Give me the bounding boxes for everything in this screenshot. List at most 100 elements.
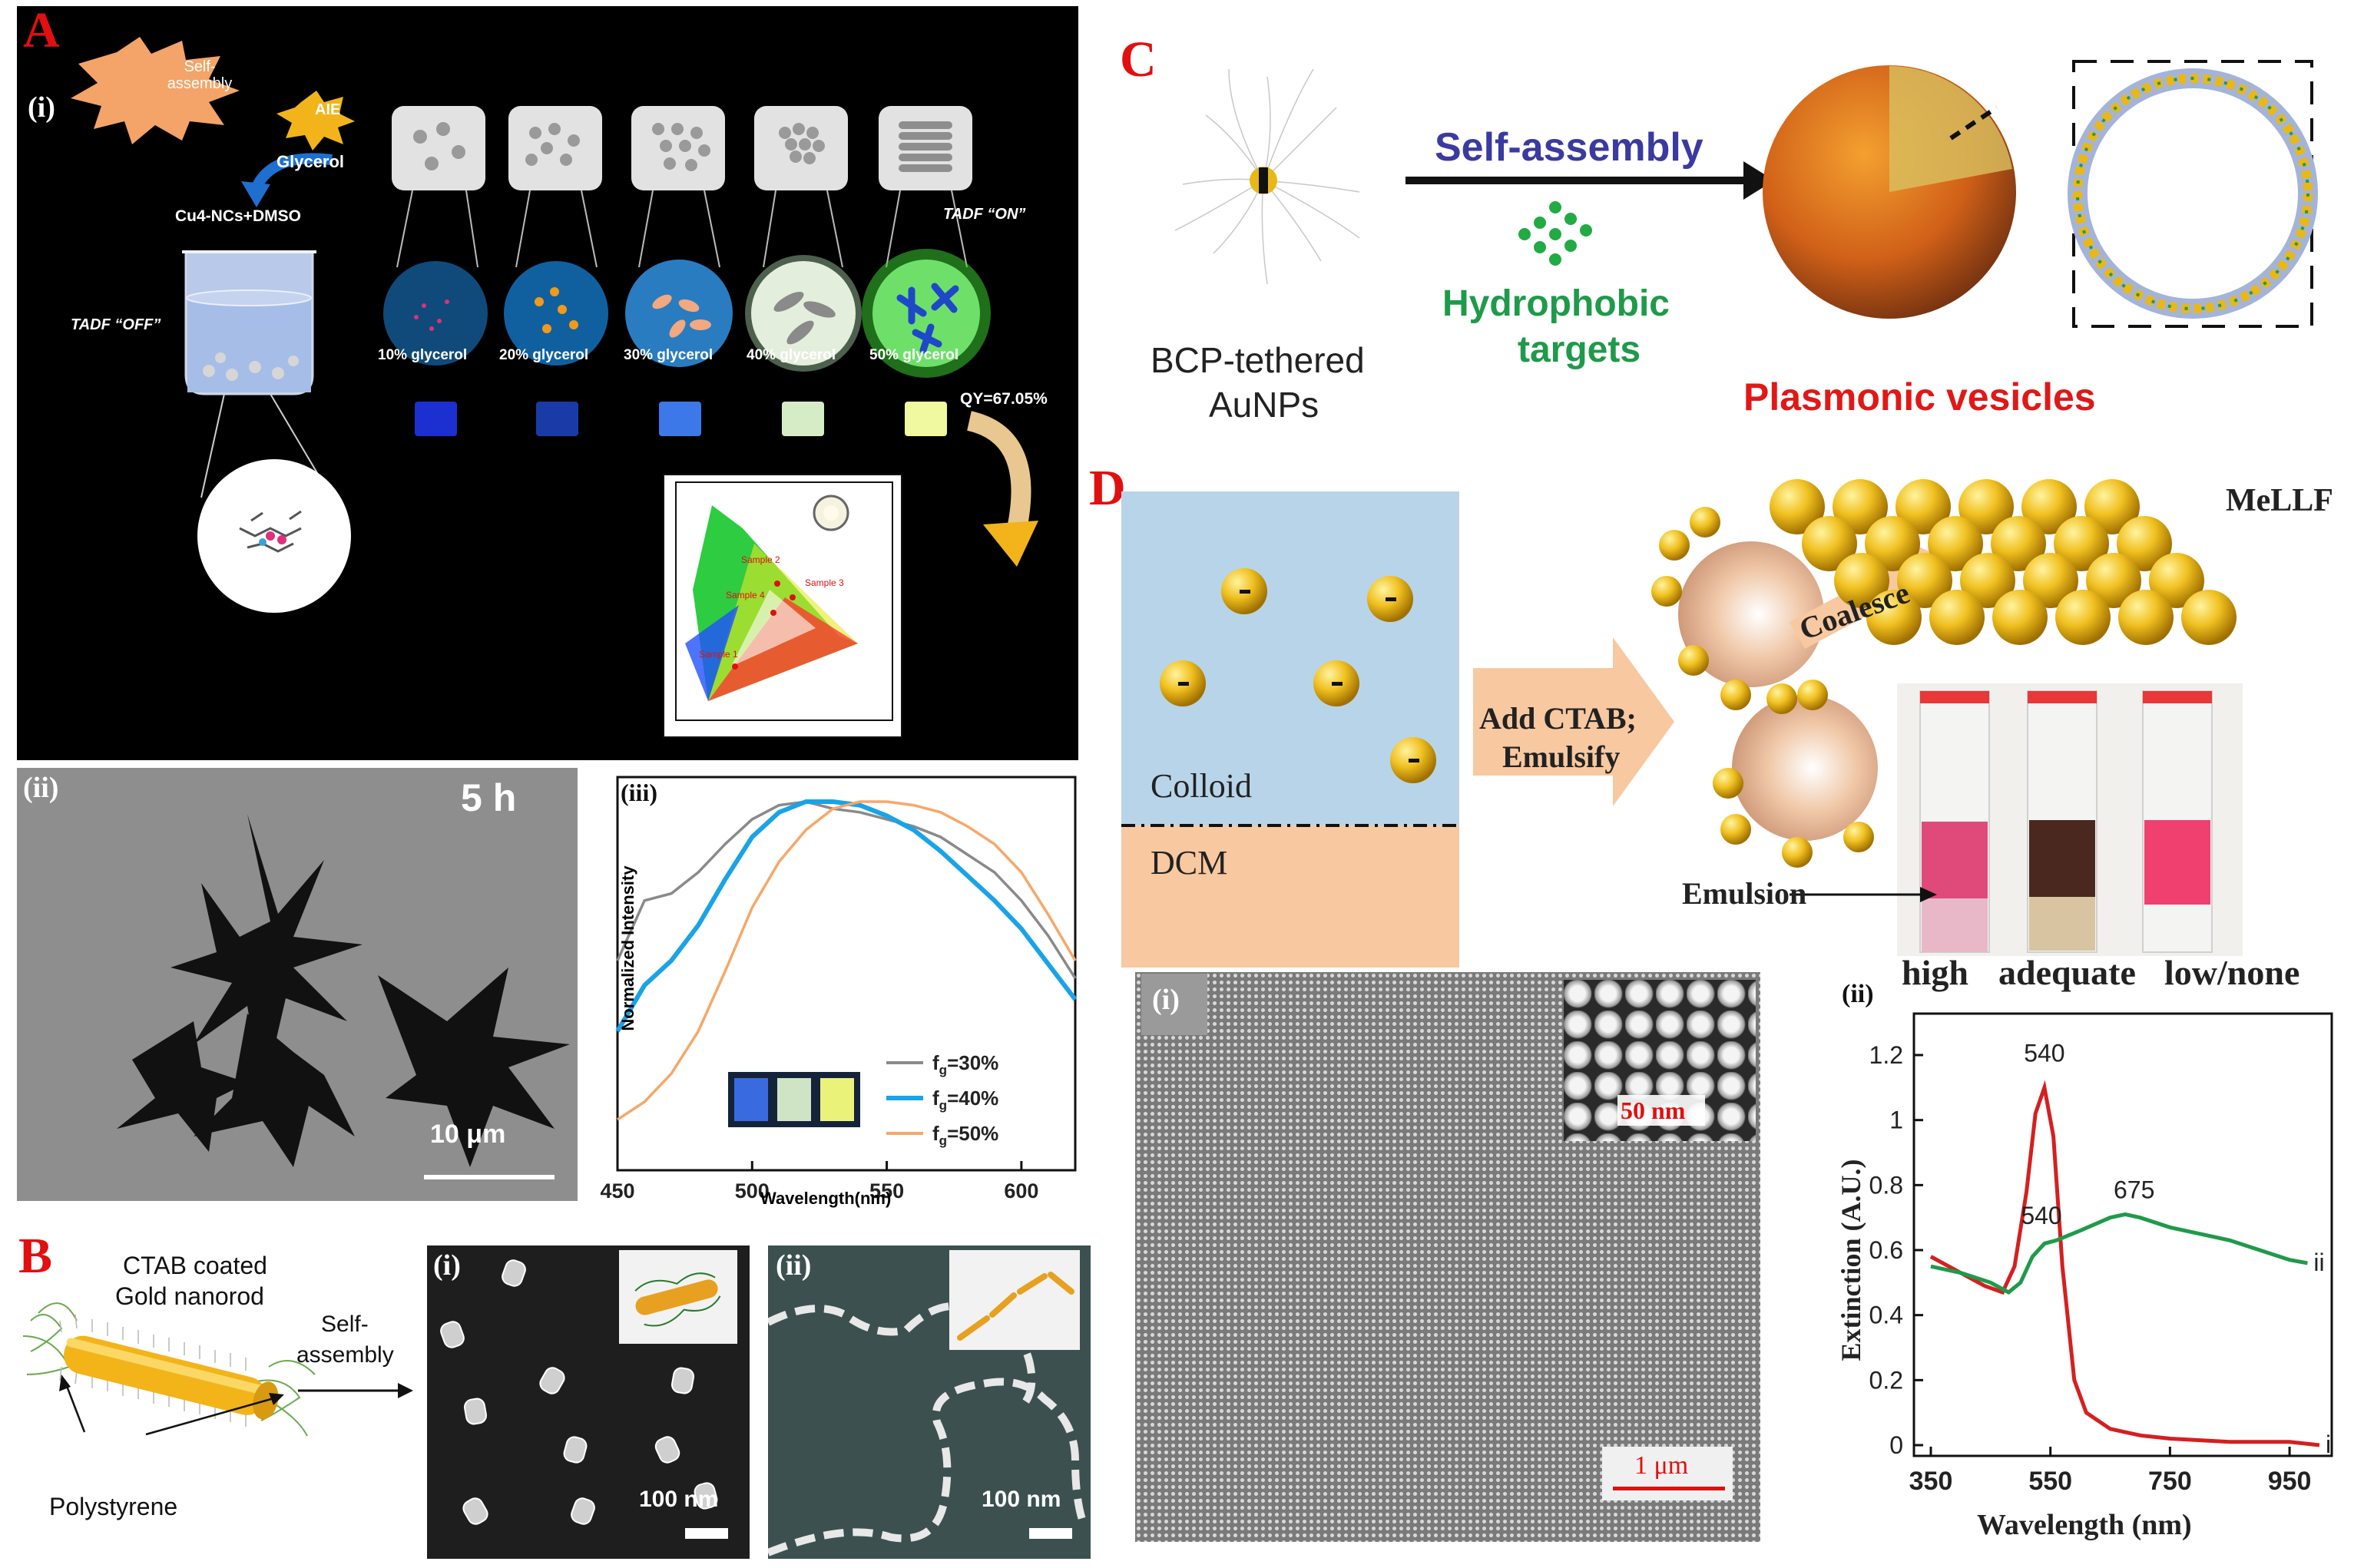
burst-aie-label: AIE — [315, 101, 341, 118]
mellf-sphere — [1770, 479, 1825, 534]
glycerol-label-3: 30% glycerol — [624, 347, 714, 363]
self-assembly-b-line-1: Self- — [321, 1312, 369, 1337]
mellf-sphere — [1960, 553, 2015, 608]
chart-d-series-end-label: ii — [2313, 1249, 2324, 1276]
cie-diagram — [663, 474, 902, 738]
panel-c-letter: C — [1120, 31, 1157, 88]
micrograph-scale-label: 10 μm — [430, 1120, 506, 1149]
glycerol-arrow-label: Glycerol — [276, 152, 345, 171]
chart-d-y-tick-label: 0.6 — [1869, 1236, 1903, 1264]
mellf-sphere — [2021, 479, 2077, 534]
panel-b-ii-scale: 100 nm — [982, 1487, 1061, 1512]
chart-a-series-line — [616, 800, 1077, 979]
panel-d-main-scale-bg — [1602, 1447, 1733, 1500]
mellf-sphere — [1991, 516, 2046, 571]
mellf-sphere — [1928, 516, 1983, 571]
mellf-sphere — [2118, 590, 2174, 645]
vials — [415, 402, 947, 436]
chart-d-x-tick-label: 350 — [1909, 1467, 1953, 1496]
chart-a-x-tick-label: 600 — [1004, 1179, 1038, 1202]
chart-d-y-tick-label: 1.2 — [1869, 1041, 1903, 1069]
panel-a-sub-iii: (iii) — [621, 779, 657, 806]
mellf-sphere — [2086, 553, 2141, 608]
glycerol-label-5: 50% glycerol — [869, 347, 959, 363]
chart-a-x-tick-label: 500 — [735, 1179, 770, 1202]
glycerol-label-2: 20% glycerol — [499, 347, 589, 363]
colloid-label: Colloid — [1151, 767, 1253, 805]
panel-c-targets-line-1: Hydrophobic — [1442, 283, 1670, 324]
qy-label: QY=67.05% — [960, 390, 1048, 408]
mellf-sphere — [2055, 590, 2111, 645]
tadf-on-label: TADF “ON” — [943, 206, 1026, 223]
panel-b-i-scale: 100 nm — [639, 1487, 719, 1512]
mellf-sphere — [1929, 590, 1985, 645]
mellf-label: MeLLF — [2226, 483, 2333, 518]
chart-d-peak-annotation: 540 — [2024, 1039, 2064, 1067]
panel-d-main-scale-bar — [1613, 1487, 1725, 1490]
add-ctab-line-1: Add CTAB; — [1479, 701, 1637, 736]
mellf-sphere — [2084, 479, 2140, 534]
panel-c-arrow-label: Self-assembly — [1435, 125, 1703, 170]
panel-d-i-inset — [1564, 980, 1756, 1141]
chart-d-x-tick-label: 550 — [2028, 1467, 2072, 1496]
chart-a-ylabel: Normalized Intensity — [618, 865, 637, 1031]
glycerol-label-4: 40% glycerol — [747, 347, 836, 363]
mellf-sphere — [2054, 516, 2109, 571]
self-assembly-b-arrow — [298, 1383, 413, 1398]
mellf-sphere — [1866, 590, 1922, 645]
panel-b-letter: B — [18, 1228, 53, 1284]
stage-circles — [383, 249, 991, 378]
panel-d-illustration — [1121, 479, 2243, 968]
panel-d-inset-scale-bg — [1617, 1095, 1705, 1126]
self-assembly-burst — [71, 37, 240, 144]
glycerol-arrow — [250, 153, 333, 193]
mellf-sphere — [2181, 590, 2237, 645]
chart-a-legend-label: fg=40% — [932, 1087, 998, 1113]
rod-label-line-1: CTAB coated — [123, 1252, 267, 1279]
panel-d-i-sub-box — [1141, 974, 1207, 1035]
panel-d-main-scale: 1 μm — [1634, 1451, 1689, 1480]
mellf-sphere — [1834, 553, 1889, 608]
chart-d-series-line — [1930, 1212, 2308, 1295]
mellf-sphere — [1833, 479, 1888, 534]
mellf-sphere — [1897, 553, 1952, 608]
glycerol-label-1: 10% glycerol — [378, 347, 468, 363]
panel-a-sub-ii: (ii) — [23, 772, 59, 804]
panel-c-targets-line-2: targets — [1518, 329, 1641, 370]
panel-a-i-illustration — [71, 37, 1038, 738]
chart-a-x-tick-label: 550 — [869, 1179, 904, 1202]
beaker — [182, 250, 316, 395]
vial-label-high: high — [1902, 953, 1968, 992]
mellf-sphere — [1958, 479, 2014, 534]
chart-d-xlabel: Wavelength (nm) — [1977, 1509, 2192, 1541]
dcm-label: DCM — [1151, 844, 1228, 882]
chart-a-xlabel: Wavelength(nm) — [760, 1189, 892, 1208]
add-ctab-line-2: Emulsify — [1502, 739, 1621, 774]
mellf-sphere — [1992, 590, 2048, 645]
chart-d-peak-annotation: 540 — [2021, 1202, 2061, 1229]
cie-sample-4: Sample 4 — [726, 590, 765, 600]
chart-d-peak-annotation: 675 — [2114, 1176, 2154, 1203]
mellf-sphere — [1896, 479, 1951, 534]
beaker-label: Cu4-NCs+DMSO — [175, 207, 301, 225]
panel-d-inset-scale: 50 nm — [1621, 1097, 1686, 1124]
mellf-sphere — [2023, 553, 2078, 608]
cie-sample-1: Sample 1 — [699, 649, 738, 660]
chart-a-legend-label: fg=50% — [932, 1122, 998, 1148]
mellf-sphere — [1865, 516, 1920, 571]
panel-b-i-particles — [440, 1250, 737, 1539]
chart-d-frame — [1912, 1012, 2333, 1457]
chart-d-y-tick-label: 0 — [1889, 1431, 1903, 1459]
cie-sample-3: Sample 3 — [805, 577, 844, 588]
chart-d-series-line — [1929, 1080, 2320, 1447]
mellf-sphere — [1802, 516, 1857, 571]
panel-a-letter: A — [23, 2, 60, 58]
chart-d-x-tick-label: 750 — [2148, 1467, 2192, 1496]
panel-c-bcp-line-1: BCP-tethered — [1151, 340, 1365, 380]
burst-self-assembly-label: Self-assembly — [167, 58, 233, 92]
polystyrene-label: Polystyrene — [49, 1493, 178, 1520]
chart-a-series-line — [617, 800, 1077, 1121]
panel-c-vesicles: Plasmonic vesicles — [1743, 375, 2096, 418]
